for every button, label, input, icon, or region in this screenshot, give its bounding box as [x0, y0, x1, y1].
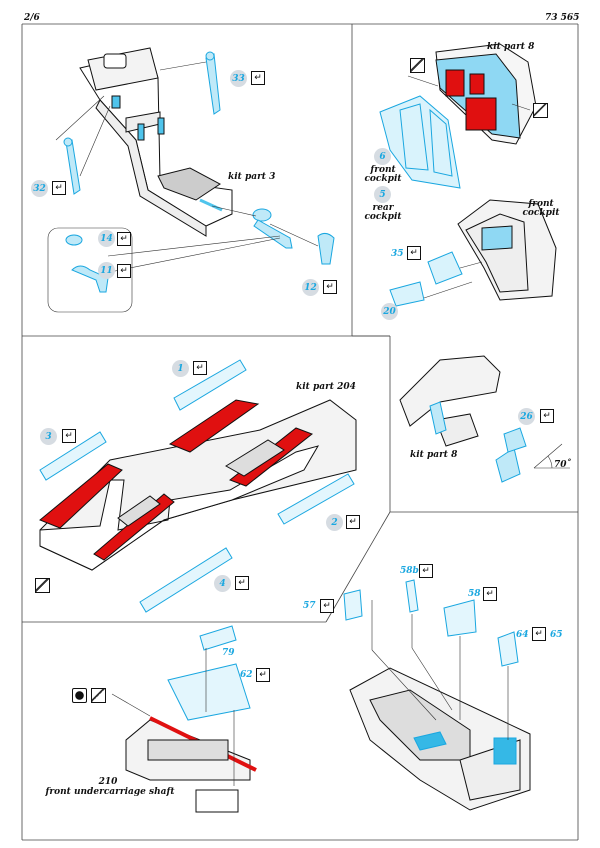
undercarriage-left	[125, 716, 257, 813]
rear-cockpit	[457, 199, 557, 301]
page-number: 2/6	[24, 13, 40, 23]
part-62-label: 62	[240, 670, 253, 680]
check-icon: ↵	[483, 587, 497, 601]
seat-drawing	[79, 47, 233, 237]
part-79-label: 79	[222, 648, 235, 658]
kit-part-8-label-mid: kit part 8	[410, 450, 458, 460]
check-icon: ↵	[117, 232, 131, 246]
hatch-icon	[91, 688, 106, 703]
canopy-top	[435, 43, 537, 145]
part-65-label: 65	[550, 630, 563, 640]
floor-drawing	[39, 399, 357, 571]
kit-part-8-label-top: kit part 8	[487, 42, 535, 52]
kit-part-3-label: kit part 3	[228, 172, 276, 182]
shaft-number: 210	[98, 777, 118, 787]
front-cockpit-right-label: front cockpit	[522, 199, 560, 218]
hatch-icon	[533, 103, 548, 118]
check-icon: ↵	[235, 576, 249, 590]
part-2-badge: 2	[326, 514, 343, 531]
part-64-label: 64	[516, 630, 529, 640]
part-20-badge: 20	[381, 303, 398, 320]
rear-cockpit-label: rear cockpit	[364, 203, 402, 222]
hatch-icon	[35, 578, 50, 593]
check-icon: ↵	[251, 71, 265, 85]
front-cockpit-panel	[379, 95, 461, 189]
part-5-badge: 5	[374, 186, 391, 203]
check-icon: ↵	[419, 564, 433, 578]
panel-borders	[21, 23, 579, 841]
cockpit-small-parts	[389, 251, 463, 307]
shaft-label: front undercarriage shaft	[45, 787, 175, 797]
part-6-badge: 6	[374, 148, 391, 165]
check-icon: ↵	[62, 429, 76, 443]
part-57-label: 57	[303, 601, 316, 611]
undercarriage-parts	[167, 625, 251, 721]
check-icon: ↵	[52, 181, 66, 195]
check-icon: ↵	[540, 409, 554, 423]
canopy-mid	[399, 355, 501, 447]
check-icon: ↵	[407, 246, 421, 260]
product-code: 73 565	[545, 13, 580, 23]
canopy-mid-parts	[429, 401, 527, 483]
seat-leader-lines	[47, 61, 319, 313]
part-1-badge: 1	[172, 360, 189, 377]
check-icon: ↵	[117, 264, 131, 278]
part-11-badge: 11	[98, 262, 115, 279]
seat-etch-parts	[63, 51, 335, 293]
part-4-badge: 4	[214, 575, 231, 592]
kit-part-204-label: kit part 204	[296, 382, 356, 392]
part-33-badge: 33	[230, 70, 247, 87]
check-icon: ↵	[320, 599, 334, 613]
check-icon: ↵	[256, 668, 270, 682]
part-32-badge: 32	[31, 180, 48, 197]
check-icon: ↵	[193, 361, 207, 375]
floor-etch-strips	[39, 359, 355, 613]
part-58-label: 58	[468, 589, 481, 599]
part-35-label: 35	[391, 249, 404, 259]
front-cockpit-label: front cockpit	[364, 165, 402, 184]
part-3-badge: 3	[40, 428, 57, 445]
check-icon: ↵	[346, 515, 360, 529]
part-14-badge: 14	[98, 230, 115, 247]
check-icon: ↵	[532, 627, 546, 641]
angle-label: 70˚	[554, 460, 572, 470]
part-12-badge: 12	[302, 279, 319, 296]
check-icon: ↵	[323, 280, 337, 294]
tub-right-parts	[343, 579, 519, 765]
part-26-badge: 26	[518, 408, 535, 425]
hatch-icon	[410, 58, 425, 73]
paint-icon	[72, 688, 87, 703]
part-58b-label: 58b	[400, 566, 419, 576]
